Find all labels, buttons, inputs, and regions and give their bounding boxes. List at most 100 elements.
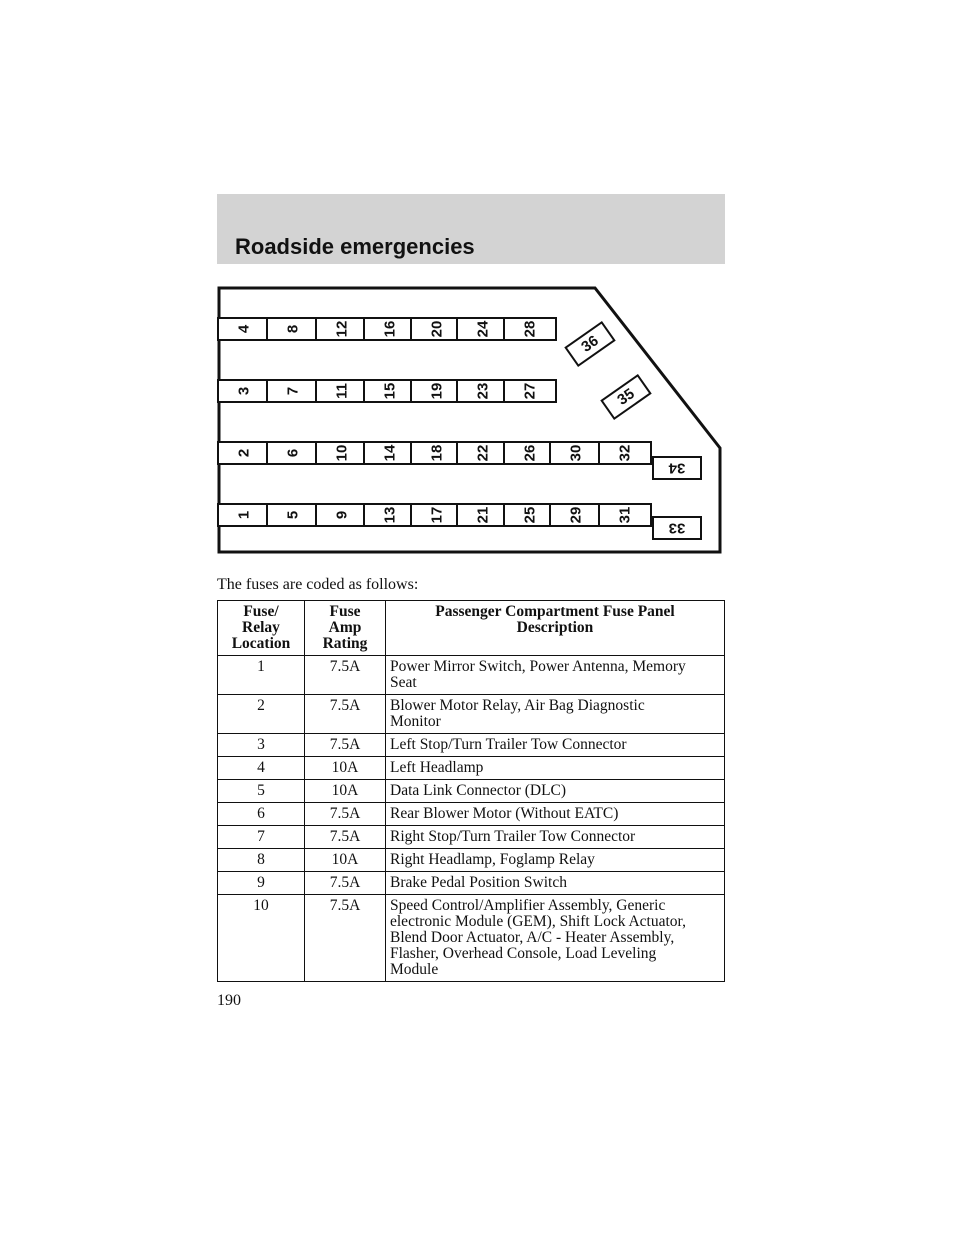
fuse-number-label: 15 [382, 383, 399, 400]
column-header-description: Passenger Compartment Fuse Panel Descrip… [385, 600, 725, 656]
fuse-number-label: 32 [617, 445, 634, 462]
fuse-location-cell: 5 [217, 779, 305, 803]
fuse-slot-rotated: 34 [652, 456, 702, 480]
fuse-number-label: 22 [475, 445, 492, 462]
fuse-number-label: 1 [236, 511, 253, 519]
fuse-amp-cell: 7.5A [304, 802, 386, 826]
fuse-number-label: 10 [334, 445, 351, 462]
fuse-slot-box [564, 320, 616, 368]
fuse-number-label: 17 [429, 507, 446, 524]
fuse-location-cell: 10 [217, 894, 305, 982]
fuse-slot: 12 [315, 317, 369, 341]
fuse-amp-cell: 10A [304, 756, 386, 780]
fuse-slot: 19 [410, 379, 464, 403]
fuse-number-label: 9 [334, 511, 351, 519]
fuse-number-label: 8 [285, 325, 302, 333]
fuse-slot: 24 [456, 317, 510, 341]
intro-text: The fuses are coded as follows: [217, 576, 419, 593]
fuse-slot: 7 [266, 379, 320, 403]
fuse-number-label: 35 [614, 385, 637, 408]
fuse-number-label: 12 [334, 321, 351, 338]
fuse-location-cell: 4 [217, 756, 305, 780]
fuse-slot: 6 [266, 441, 320, 465]
fuse-number-label: 30 [568, 445, 585, 462]
page-number: 190 [217, 992, 241, 1009]
fuse-description-cell: Blower Motor Relay, Air Bag Diagnostic M… [385, 694, 725, 734]
fuse-number-label: 34 [668, 460, 685, 477]
fuse-slot: 1 [217, 503, 271, 527]
fuse-amp-cell: 7.5A [304, 655, 386, 695]
fuse-slot-box [503, 317, 557, 341]
section-header: Roadside emergencies [217, 194, 725, 264]
fuse-number-label: 21 [475, 507, 492, 524]
fuse-description-cell: Speed Control/Amplifier Assembly, Generi… [385, 894, 725, 982]
fuse-slot: 25 [503, 503, 557, 527]
fuse-slot: 20 [410, 317, 464, 341]
fuse-description-cell: Left Headlamp [385, 756, 725, 780]
table-header-row: Fuse/ Relay Location Fuse Amp Rating Pas… [217, 600, 725, 656]
column-header-amp-rating: Fuse Amp Rating [304, 600, 386, 656]
fuse-description-cell: Data Link Connector (DLC) [385, 779, 725, 803]
fuse-slot: 16 [363, 317, 417, 341]
fuse-slot-box [600, 373, 652, 421]
fuse-slot-diagonal: 36 [564, 320, 616, 368]
fuse-slot-box [652, 516, 702, 540]
fuse-location-cell: 3 [217, 733, 305, 757]
fuse-number-label: 27 [522, 383, 539, 400]
fuse-slot-box [652, 456, 702, 480]
fuse-slot: 26 [503, 441, 557, 465]
fuse-amp-cell: 10A [304, 779, 386, 803]
fuse-slot: 17 [410, 503, 464, 527]
fuse-description-cell: Left Stop/Turn Trailer Tow Connector [385, 733, 725, 757]
fuse-description-cell: Right Headlamp, Foglamp Relay [385, 848, 725, 872]
fuse-number-label: 14 [382, 444, 399, 461]
fuse-slot-box [503, 379, 557, 403]
fuse-table: Fuse/ Relay Location Fuse Amp Rating Pas… [217, 600, 725, 982]
fuse-amp-cell: 10A [304, 848, 386, 872]
fuse-slot: 3 [217, 379, 271, 403]
fuse-slot: 18 [410, 441, 464, 465]
fuse-slot: 30 [549, 441, 603, 465]
fuse-slot: 8 [266, 317, 320, 341]
fuse-number-label: 11 [334, 383, 351, 399]
fuse-number-label: 23 [475, 383, 492, 400]
fuse-description-cell: Right Stop/Turn Trailer Tow Connector [385, 825, 725, 849]
fuse-slot: 21 [456, 503, 510, 527]
fuse-slot-rotated: 33 [652, 516, 702, 540]
fuse-number-label: 7 [285, 387, 302, 395]
fuse-slot: 9 [315, 503, 369, 527]
fuse-location-cell: 9 [217, 871, 305, 895]
fuse-slot: 13 [363, 503, 417, 527]
fuse-amp-cell: 7.5A [304, 694, 386, 734]
fuse-slot: 5 [266, 503, 320, 527]
fuse-number-label: 33 [669, 520, 686, 537]
fuse-number-label: 2 [236, 449, 253, 457]
fuse-slot: 11 [315, 379, 369, 403]
fuse-slot: 10 [315, 441, 369, 465]
fuse-number-label: 18 [429, 445, 446, 462]
fuse-number-label: 26 [522, 445, 539, 462]
fuse-number-label: 3 [236, 387, 253, 395]
fuse-slot: 29 [549, 503, 603, 527]
fuse-amp-cell: 7.5A [304, 871, 386, 895]
fuse-number-label: 13 [382, 507, 399, 524]
fuse-description-cell: Power Mirror Switch, Power Antenna, Memo… [385, 655, 725, 695]
fuse-slot: 28 [503, 317, 557, 341]
fuse-number-label: 5 [285, 511, 302, 519]
fuse-amp-cell: 7.5A [304, 894, 386, 982]
fuse-number-label: 20 [429, 321, 446, 338]
fuse-number-label: 4 [236, 324, 253, 333]
fuse-number-label: 25 [522, 507, 539, 524]
fuse-number-label: 28 [522, 321, 539, 338]
fuse-panel-svg: 1234567891011121314151617181920212223242… [217, 286, 722, 554]
fuse-slot: 22 [456, 441, 510, 465]
fuse-number-label: 6 [285, 449, 302, 457]
